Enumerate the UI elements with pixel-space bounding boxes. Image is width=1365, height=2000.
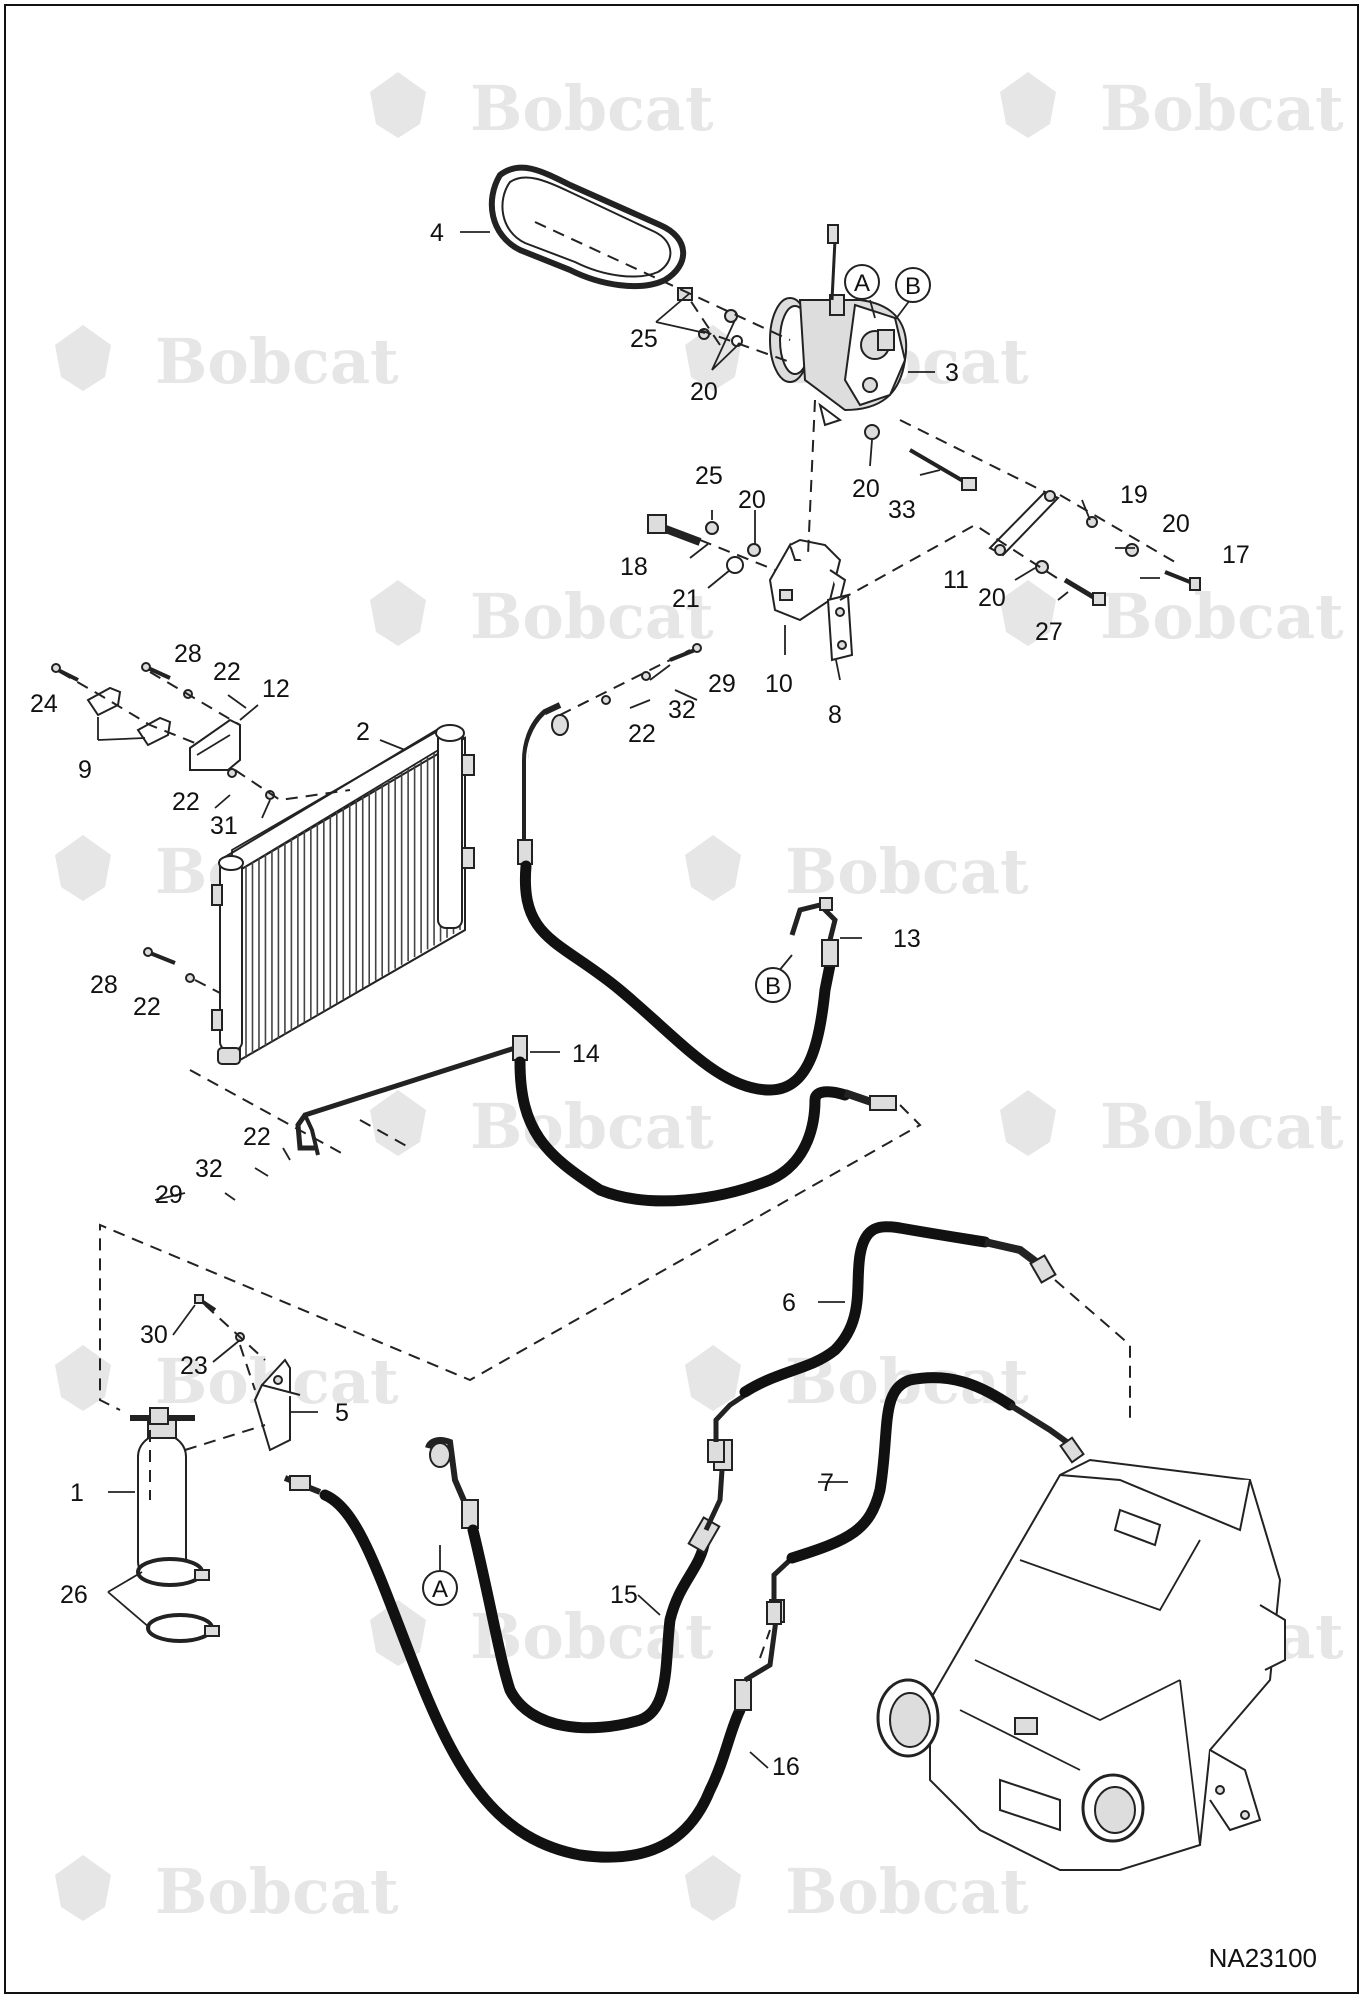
- callout-19: 19: [1120, 481, 1148, 509]
- watermark-text: Bobcat: [155, 1855, 399, 1928]
- callout-23: 23: [180, 1352, 208, 1380]
- callout-22: 22: [243, 1123, 271, 1151]
- callout-28: 28: [174, 640, 202, 668]
- callout-2: 2: [356, 718, 370, 746]
- marker-label: B: [765, 973, 781, 1000]
- callout-20: 20: [852, 475, 880, 503]
- callout-21: 21: [672, 585, 700, 613]
- upper-suction-hose: [707, 1221, 1057, 1463]
- callout-6: 6: [782, 1289, 796, 1317]
- callout-20: 20: [978, 584, 1006, 612]
- watermark-text: Bobcat: [1100, 1090, 1344, 1163]
- callout-25: 25: [695, 462, 723, 490]
- callout-32: 32: [668, 696, 696, 724]
- callout-9: 9: [78, 756, 92, 784]
- drier-clamps: [136, 1557, 220, 1643]
- hvac-evaporator-housing: [876, 1458, 1286, 1871]
- callout-5: 5: [335, 1399, 349, 1427]
- watermark-text: Bobcat: [470, 1090, 714, 1163]
- callout-labels: 4 3 25 20 20 33 19 20 17 25 20 18 21 11 …: [30, 219, 1250, 1781]
- watermarks: Bobcat Bobcat Bobcat Bobcat Bobcat Bobca…: [55, 72, 1344, 1928]
- leader-lines: [97, 231, 1160, 1769]
- callout-11: 11: [943, 566, 969, 594]
- callout-7: 7: [820, 1469, 834, 1497]
- callout-29: 29: [708, 670, 736, 698]
- watermark-text: Bobcat: [1100, 72, 1344, 145]
- callout-18: 18: [620, 553, 648, 581]
- compressor-mounting-bracket: [768, 538, 847, 622]
- evaporator-liquid-hose: [766, 1372, 1085, 1625]
- receiver-drier: [130, 1407, 195, 1584]
- connection-marker-a-top: A: [844, 264, 880, 300]
- callout-20: 20: [1162, 510, 1190, 538]
- watermark-text: Bobcat: [470, 72, 714, 145]
- callout-22: 22: [172, 788, 200, 816]
- marker-label: A: [432, 1576, 448, 1603]
- mounting-plate: [826, 593, 854, 662]
- callout-12: 12: [262, 675, 290, 703]
- drive-belt: [488, 164, 687, 290]
- condenser: [211, 724, 475, 1065]
- callout-8: 8: [828, 701, 842, 729]
- callout-20: 20: [690, 378, 718, 406]
- condenser-bracket: [189, 718, 241, 771]
- callout-26: 26: [60, 1581, 88, 1609]
- watermark-text: Bobcat: [470, 580, 714, 653]
- callout-10: 10: [765, 670, 793, 698]
- watermark-text: Bobcat: [785, 835, 1029, 908]
- callout-3: 3: [945, 359, 959, 387]
- callout-13: 13: [893, 925, 921, 953]
- marker-label: B: [905, 273, 921, 300]
- discharge-hose: [517, 702, 839, 1096]
- callout-22: 22: [133, 993, 161, 1021]
- mounting-clips: [86, 686, 172, 747]
- callout-20: 20: [738, 486, 766, 514]
- callout-17: 17: [1222, 541, 1250, 569]
- connection-marker-b-top: B: [895, 267, 931, 303]
- callout-22: 22: [213, 658, 241, 686]
- callout-28: 28: [90, 971, 118, 999]
- marker-label: A: [854, 270, 870, 297]
- callout-31: 31: [210, 812, 238, 840]
- watermark-text: Bobcat: [1100, 580, 1344, 653]
- connection-marker-b-hose: B: [755, 967, 791, 1003]
- watermark-text: Bobcat: [785, 1855, 1029, 1928]
- fasteners-condenser: [51, 643, 702, 983]
- callout-4: 4: [430, 219, 444, 247]
- adjusting-link: [988, 490, 1060, 557]
- callout-22: 22: [628, 720, 656, 748]
- callout-25: 25: [630, 325, 658, 353]
- callout-16: 16: [772, 1753, 800, 1781]
- callout-32: 32: [195, 1155, 223, 1183]
- drawing-code: NA23100: [1208, 1943, 1317, 1973]
- connection-marker-a-hose: A: [422, 1570, 458, 1606]
- callout-14: 14: [572, 1040, 600, 1068]
- watermark-text: Bobcat: [155, 325, 399, 398]
- callout-24: 24: [30, 690, 58, 718]
- fasteners-compressor: [647, 287, 1201, 606]
- callout-1: 1: [70, 1479, 84, 1507]
- callout-27: 27: [1035, 618, 1063, 646]
- callout-30: 30: [140, 1321, 168, 1349]
- drier-bracket: [253, 1358, 301, 1452]
- suction-hose: [425, 1437, 733, 1734]
- callout-33: 33: [888, 496, 916, 524]
- callout-29: 29: [155, 1181, 183, 1209]
- liquid-line-hose: [220, 1035, 897, 1207]
- callout-15: 15: [610, 1581, 638, 1609]
